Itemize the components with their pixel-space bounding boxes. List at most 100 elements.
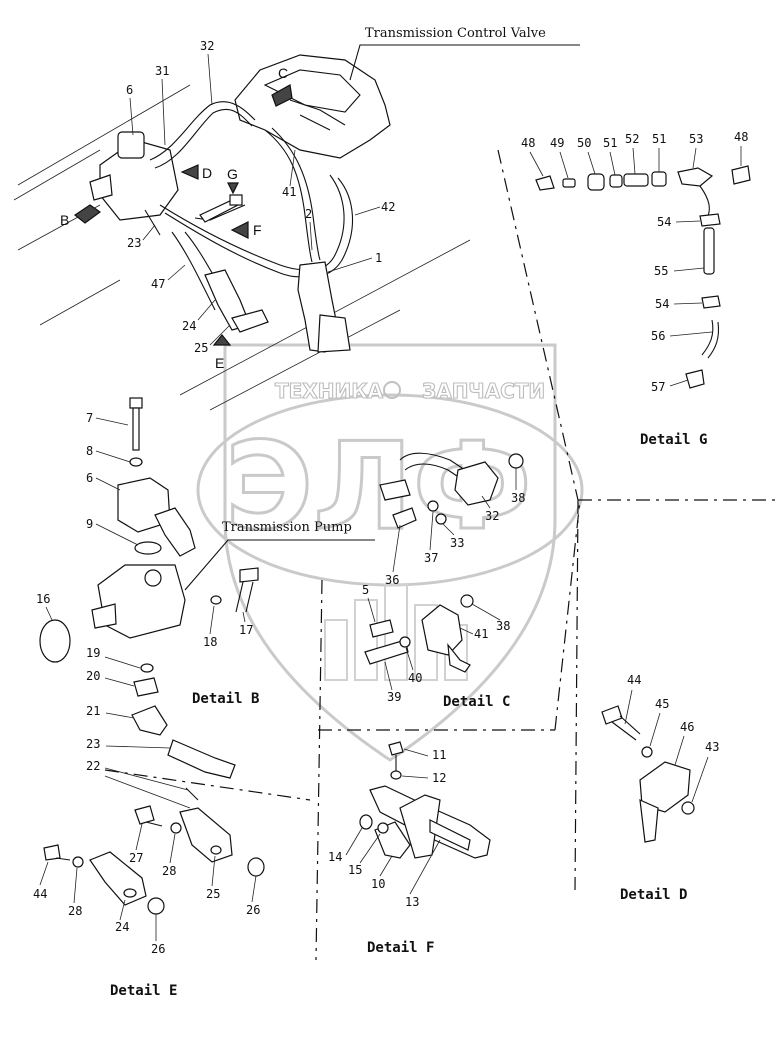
main-callouts: 6 31 32 41 42 2 1 23 47 24 25 bbox=[126, 39, 395, 355]
callout-view_arrows-c: C bbox=[278, 65, 288, 81]
watermark-gear-icon bbox=[383, 381, 401, 399]
title-transmission-control-valve: Transmission Control Valve bbox=[365, 26, 546, 41]
callout-view_arrows-f: F bbox=[253, 222, 262, 238]
callout-callouts-detail_c-2: 33 bbox=[450, 536, 464, 550]
callout-callouts-detail_g-5: 51 bbox=[652, 132, 666, 146]
detail-f-label: Detail F bbox=[367, 940, 434, 956]
view-arrow-b: B bbox=[60, 204, 102, 228]
view-arrow-d: D bbox=[180, 164, 212, 181]
callout-callouts-detail_b-0: 7 bbox=[86, 411, 93, 425]
callout-callouts-detail_g-4: 52 bbox=[625, 132, 639, 146]
callout-callouts-detail_g-0: 48 bbox=[521, 136, 535, 150]
callout-callouts-detail_b-2: 6 bbox=[86, 471, 93, 485]
detail-f-callouts: 11 12 14 15 10 13 bbox=[328, 748, 446, 909]
callout-callouts-detail_f-0: 11 bbox=[432, 748, 446, 762]
callout-callouts-detail_e-2: 24 bbox=[115, 920, 129, 934]
callout-callouts-detail_c-8: 39 bbox=[387, 690, 401, 704]
callout-callouts-detail_e-4: 27 bbox=[129, 851, 143, 865]
detail-g-label: Detail G bbox=[640, 432, 707, 448]
callout-callouts-detail_f-4: 10 bbox=[371, 877, 385, 891]
callout-callouts-detail_b-9: 21 bbox=[86, 704, 100, 718]
callout-callouts-main-6: 1 bbox=[375, 251, 382, 265]
callout-callouts-detail_e-0: 44 bbox=[33, 887, 47, 901]
view-arrow-f: F bbox=[230, 221, 262, 239]
detail-f-parts bbox=[359, 741, 491, 859]
detail-c-callouts: 32 38 33 37 36 5 41 38 39 40 bbox=[362, 468, 525, 704]
detail-c-parts bbox=[364, 452, 524, 673]
callout-callouts-detail_b-11: 22 bbox=[86, 759, 100, 773]
callout-callouts-detail_g-1: 49 bbox=[550, 136, 564, 150]
callout-callouts-detail_f-2: 14 bbox=[328, 850, 342, 864]
callout-callouts-detail_b-3: 9 bbox=[86, 517, 93, 531]
callout-callouts-detail_g-11: 56 bbox=[651, 329, 665, 343]
callout-callouts-detail_c-1: 38 bbox=[511, 491, 525, 505]
callout-callouts-detail_c-9: 40 bbox=[408, 671, 422, 685]
callout-view_arrows-g: G bbox=[227, 166, 238, 182]
detail-b-label: Detail B bbox=[192, 691, 259, 707]
detail-e-parts bbox=[43, 805, 265, 915]
callout-callouts-detail_g-9: 55 bbox=[654, 264, 668, 278]
detail-f: 11 12 14 15 10 13 Detail F bbox=[328, 741, 491, 956]
callout-callouts-detail_f-1: 12 bbox=[432, 771, 446, 785]
callout-callouts-detail_g-3: 51 bbox=[603, 136, 617, 150]
callout-callouts-detail_g-6: 53 bbox=[689, 132, 703, 146]
callout-callouts-detail_g-8: 54 bbox=[657, 215, 671, 229]
detail-g-parts bbox=[535, 165, 751, 389]
view-arrow-g: G bbox=[227, 166, 239, 195]
detail-b: Transmission Pump 7 8 6 9 16 17 18 19 20… bbox=[36, 397, 375, 809]
callout-callouts-detail_e-6: 25 bbox=[206, 887, 220, 901]
callout-callouts-detail_c-3: 37 bbox=[424, 551, 438, 565]
callout-callouts-detail_d-3: 43 bbox=[705, 740, 719, 754]
callout-callouts-main-5: 2 bbox=[305, 207, 312, 221]
callout-callouts-main-3: 41 bbox=[282, 185, 296, 199]
callout-callouts-main-9: 24 bbox=[182, 319, 196, 333]
callout-callouts-detail_b-8: 20 bbox=[86, 669, 100, 683]
callout-callouts-detail_d-2: 46 bbox=[680, 720, 694, 734]
callout-callouts-main-1: 31 bbox=[155, 64, 169, 78]
callout-callouts-detail_g-12: 57 bbox=[651, 380, 665, 394]
callout-callouts-detail_e-3: 26 bbox=[151, 942, 165, 956]
watermark-left-word: ТЕХНИКА bbox=[275, 379, 384, 403]
callout-callouts-main-7: 23 bbox=[127, 236, 141, 250]
detail-d-label: Detail D bbox=[620, 887, 687, 903]
callout-callouts-detail_e-5: 28 bbox=[162, 864, 176, 878]
callout-callouts-main-2: 32 bbox=[200, 39, 214, 53]
callout-callouts-detail_c-4: 36 bbox=[385, 573, 399, 587]
callout-callouts-detail_c-5: 5 bbox=[362, 583, 369, 597]
detail-c-label: Detail C bbox=[443, 694, 510, 710]
detail-d: 44 45 46 43 Detail D bbox=[601, 673, 719, 903]
callout-callouts-main-10: 25 bbox=[194, 341, 208, 355]
callout-view_arrows-e: E bbox=[215, 355, 224, 371]
detail-c: 32 38 33 37 36 5 41 38 39 40 Detail C bbox=[362, 452, 525, 710]
view-arrow-e: E bbox=[212, 334, 232, 371]
callout-callouts-detail_g-2: 50 bbox=[577, 136, 591, 150]
detail-e: 44 28 24 26 27 28 25 26 Detail E bbox=[33, 805, 265, 999]
callout-callouts-detail_f-5: 13 bbox=[405, 895, 419, 909]
detail-b-parts bbox=[39, 397, 259, 801]
callout-callouts-detail_c-7: 38 bbox=[496, 619, 510, 633]
callout-callouts-detail_b-10: 23 bbox=[86, 737, 100, 751]
callout-callouts-detail_b-1: 8 bbox=[86, 444, 93, 458]
detail-g-callouts: 48 49 50 51 52 51 53 48 54 55 54 56 57 bbox=[521, 130, 748, 394]
callout-callouts-detail_c-0: 32 bbox=[485, 509, 499, 523]
callout-view_arrows-d: D bbox=[202, 165, 212, 181]
detail-g: 48 49 50 51 52 51 53 48 54 55 54 56 57 bbox=[497, 130, 775, 501]
callout-callouts-detail_e-1: 28 bbox=[68, 904, 82, 918]
callout-callouts-main-8: 47 bbox=[151, 277, 165, 291]
callout-view_arrows-b: B bbox=[60, 212, 69, 228]
callout-callouts-detail_b-5: 17 bbox=[239, 623, 253, 637]
callout-callouts-detail_c-6: 41 bbox=[474, 627, 488, 641]
callout-callouts-main-0: 6 bbox=[126, 83, 133, 97]
callout-callouts-detail_d-1: 45 bbox=[655, 697, 669, 711]
detail-e-callouts: 44 28 24 26 27 28 25 26 bbox=[33, 823, 260, 956]
watermark-right-word: ЗАПЧАСТИ bbox=[422, 379, 545, 403]
callout-callouts-detail_b-7: 19 bbox=[86, 646, 100, 660]
callout-callouts-detail_g-10: 54 bbox=[655, 297, 669, 311]
callout-callouts-detail_f-3: 15 bbox=[348, 863, 362, 877]
detail-d-parts bbox=[601, 705, 695, 843]
callout-callouts-detail_d-0: 44 bbox=[627, 673, 641, 687]
view-arrow-c: C bbox=[271, 65, 293, 107]
title-transmission-pump: Transmission Pump bbox=[222, 520, 352, 535]
